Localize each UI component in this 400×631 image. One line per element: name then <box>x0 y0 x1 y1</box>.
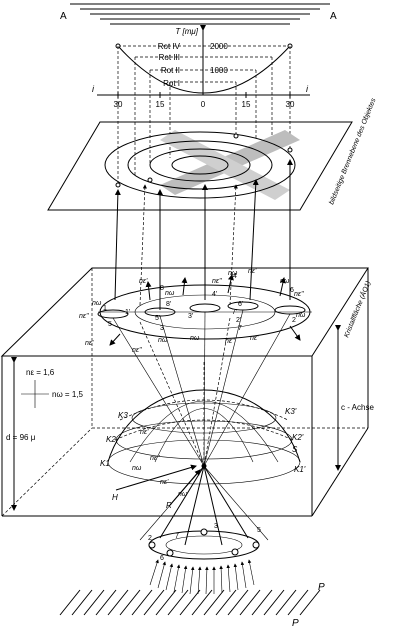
wave-sphere <box>107 362 301 485</box>
chart-x-tick-30-right: 30 <box>286 100 295 109</box>
sphere-label-ne1: nε' <box>140 429 149 436</box>
wave-label-11: nω <box>296 312 306 319</box>
condenser-cone <box>148 528 260 560</box>
analyzer-label-right: A <box>330 11 337 22</box>
face-arrows <box>109 274 301 346</box>
converging-rays <box>112 309 291 546</box>
point-4: 4 <box>233 273 237 280</box>
point-7-prime: 7' <box>232 309 237 316</box>
order-label-rot-i: Rot I <box>163 79 180 88</box>
wave-label-3: nε'' <box>79 313 89 320</box>
point-6: 6 <box>290 287 294 294</box>
wave-label-2: nω <box>165 290 175 297</box>
analyzer-label-left: A <box>60 11 67 22</box>
index-cross <box>21 380 49 408</box>
chart-x-tick-30-left: 30 <box>114 100 123 109</box>
point-4-prime: 4' <box>212 291 217 298</box>
sphere-label-ne2: nε'' <box>150 455 160 462</box>
point-5: 5 <box>108 321 112 328</box>
chart-x-tick-15-left: 15 <box>156 100 165 109</box>
order-label-rot-ii: Rot II <box>161 66 180 75</box>
cone-point-3: 3 <box>214 523 218 530</box>
order-value-2000: 2000 <box>210 42 228 51</box>
c-axis-label: c - Achse <box>341 403 374 412</box>
sphere-label-k1-prime: K1' <box>294 465 306 474</box>
chart-x-end-right: i <box>306 84 309 94</box>
sphere-label-k3: K3 <box>118 411 128 420</box>
sphere-label-k2: K2 <box>106 435 116 444</box>
point-3: 3 <box>160 325 164 332</box>
point-8: 8 <box>160 285 164 292</box>
analyzer-lines <box>70 3 330 25</box>
sphere-label-r: R <box>166 501 172 510</box>
chart-x-tick-15-right: 15 <box>242 100 251 109</box>
point-3-prime: 3' <box>188 313 193 320</box>
point-2: 2 <box>292 317 296 324</box>
wave-label-8: nε' <box>248 268 257 275</box>
projection-lines <box>117 46 291 185</box>
wave-label-10: nε'' <box>294 291 304 298</box>
polarizer-label-lower: P <box>292 618 299 629</box>
sphere-label-s: S <box>292 445 298 454</box>
chart-x-end-left: i <box>92 84 95 94</box>
wave-label-14: nω <box>158 337 168 344</box>
point-1: 1 <box>103 305 107 312</box>
sphere-label-nw1: nω <box>132 465 142 472</box>
cone-point-5: 5 <box>257 527 261 534</box>
sphere-label-nw2: nω <box>178 491 188 498</box>
cone-point-6: 6 <box>160 555 164 562</box>
wave-label-13: nε'' <box>132 347 142 354</box>
polarizer-hatch <box>59 589 321 616</box>
cone-point-7: 7 <box>175 533 179 540</box>
chart-x-tick-0: 0 <box>201 100 206 109</box>
incoming-light <box>149 559 255 595</box>
focal-plane <box>47 121 353 211</box>
sphere-label-ne3: nε' <box>160 479 169 486</box>
index-e-label: nε = 1,6 <box>26 368 55 377</box>
wave-label-1: nε' <box>139 278 148 285</box>
cone-point-2: 2 <box>148 535 152 542</box>
retardation-chart <box>97 25 310 98</box>
wave-label-5: nε' <box>85 340 94 347</box>
order-label-rot-iv: Rot IV <box>158 42 181 51</box>
point-6-prime: 6' <box>238 301 243 308</box>
point-8-prime: 8' <box>166 301 171 308</box>
sphere-label-k3-prime: K3' <box>285 407 297 416</box>
point-7: 7 <box>238 325 242 332</box>
sphere-label-k1: K1 <box>100 459 110 468</box>
wave-label-12: nε' <box>250 335 259 342</box>
sphere-label-k2-prime: K2' <box>292 433 304 442</box>
wave-label-15: nω <box>190 335 200 342</box>
thickness-label: d = 96 μ <box>6 433 36 442</box>
wave-label-7: nω <box>228 270 238 277</box>
focal-rays <box>114 159 293 310</box>
point-5-prime: 5' <box>155 315 160 322</box>
wave-label-9: nω <box>280 278 290 285</box>
point-2-prime: 2' <box>236 317 241 324</box>
order-label-rot-iii: Rot III <box>159 53 180 62</box>
order-value-1000: 1000 <box>210 66 228 75</box>
focal-plane-label: bildseitige Brennebene des Objektes <box>328 97 377 206</box>
wave-label-6: nε'' <box>212 278 222 285</box>
wave-label-4: nω <box>92 300 102 307</box>
sphere-label-h: H <box>112 493 118 502</box>
wave-label-16: nε'' <box>225 338 235 345</box>
chart-y-label: T [mμ] <box>175 27 198 36</box>
polarizer-label-upper: P <box>318 582 325 593</box>
index-o-label: nω = 1,5 <box>52 390 83 399</box>
point-1-prime: 1' <box>125 309 130 316</box>
